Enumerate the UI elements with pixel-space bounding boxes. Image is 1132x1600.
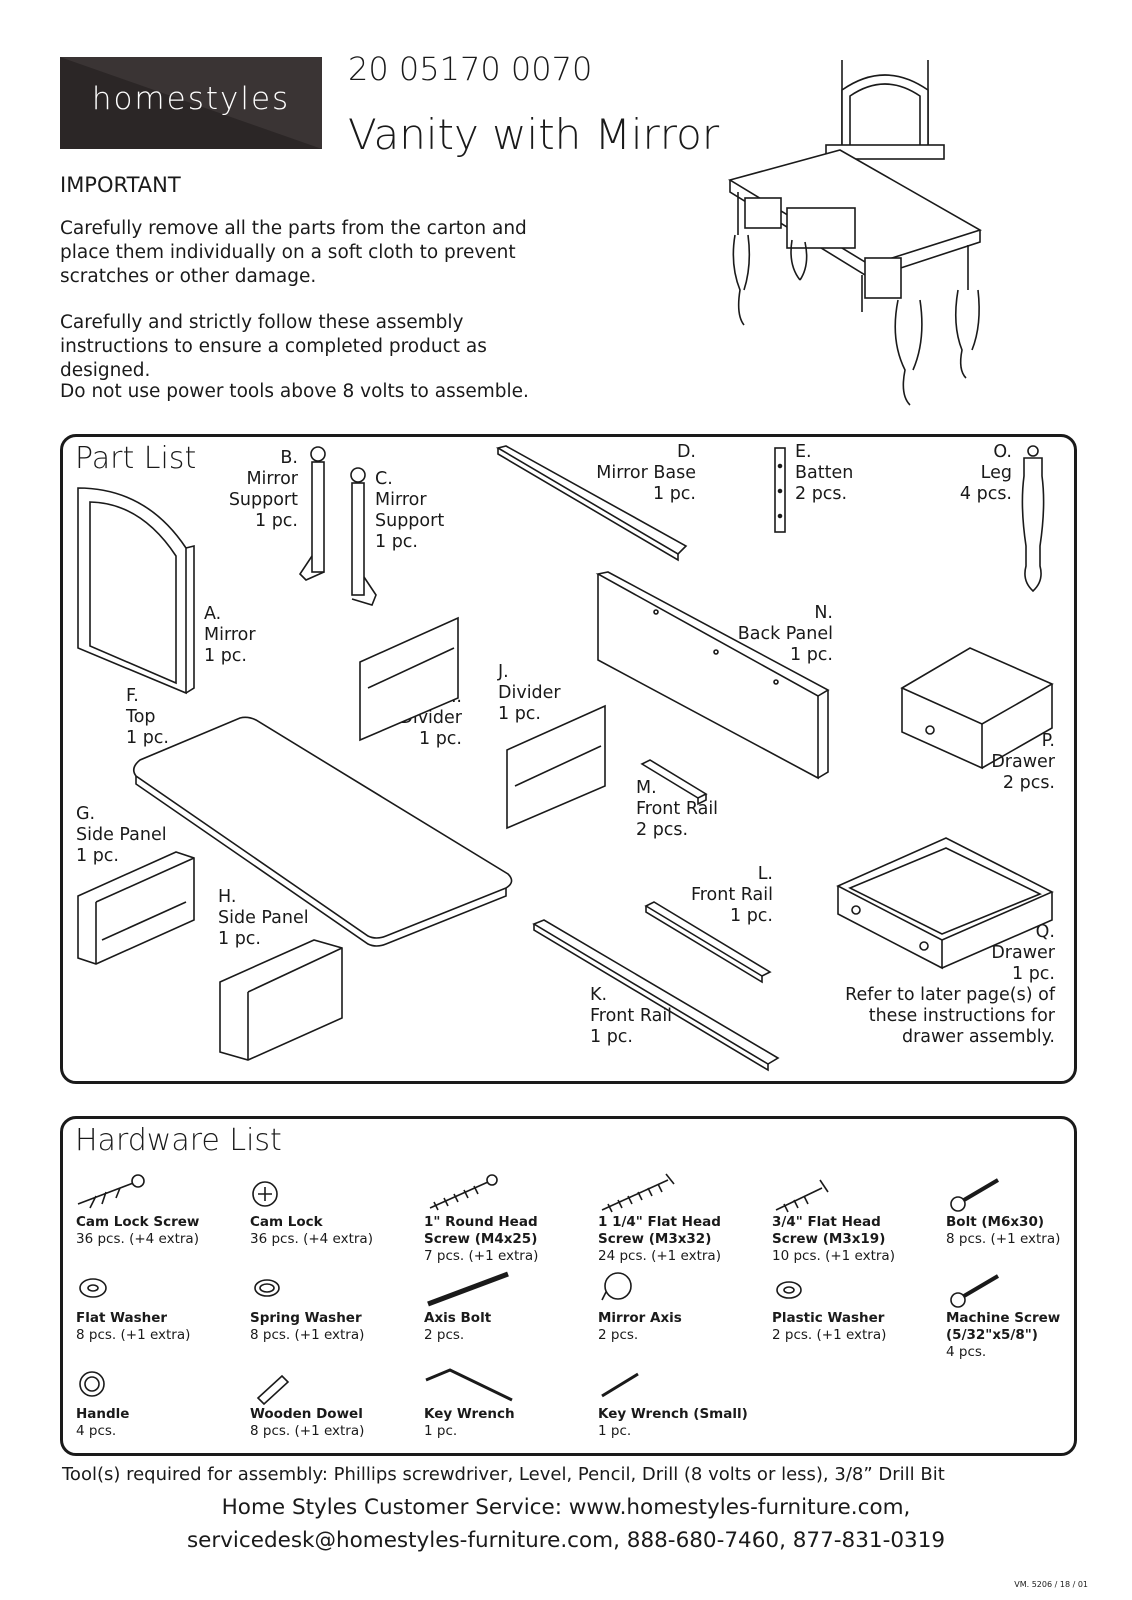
mirror-axis-icon xyxy=(601,1272,632,1301)
part-label-c: C. Mirror Support 1 pc. xyxy=(375,469,445,552)
mirror-support-c-drawing xyxy=(350,467,377,606)
mirror-support-b-drawing xyxy=(298,446,326,581)
part-label-h: H. Side Panel 1 pc. xyxy=(218,887,309,949)
small-key-wrench-icon xyxy=(601,1372,639,1398)
spring-washer-icon xyxy=(254,1279,280,1297)
side-panel-h-drawing xyxy=(219,939,343,1061)
part-label-k: K. Front Rail 1 pc. xyxy=(590,985,673,1047)
part-label-e: E. Batten 2 pcs. xyxy=(795,442,854,504)
top-drawing xyxy=(132,716,513,947)
hardware-item: 1 1/4" Flat Head Screw (M3x32) 24 pcs. (… xyxy=(598,1173,768,1265)
instruction-paragraph: Carefully remove all the parts from the … xyxy=(60,218,527,287)
product-code: 20 05170 0070 xyxy=(348,50,593,88)
part-label-d: D. Mirror Base 1 pc. xyxy=(596,442,696,504)
hardware-item: 1" Round Head Screw (M4x25) 7 pcs. (+1 e… xyxy=(424,1174,594,1265)
hardware-item: Plastic Washer 2 pcs. (+1 extra) xyxy=(772,1270,942,1344)
long-flat-head-screw-icon xyxy=(601,1173,675,1213)
leg-drawing xyxy=(1021,445,1045,593)
hardware-list-title: Hardware List xyxy=(75,1123,282,1158)
handle-icon xyxy=(79,1371,105,1397)
drawer-p-drawing xyxy=(900,647,1054,770)
hardware-item: Spring Washer 8 pcs. (+1 extra) xyxy=(250,1270,420,1344)
divider-j-drawing xyxy=(506,704,606,830)
hardware-item: Wooden Dowel 8 pcs. (+1 extra) xyxy=(250,1366,420,1440)
flat-washer-icon xyxy=(79,1278,107,1298)
vanity-illustration xyxy=(727,60,982,406)
brand-logo: homestyles xyxy=(60,57,322,149)
hardware-item: Key Wrench 1 pc. xyxy=(424,1366,594,1440)
hardware-item: Cam Lock Screw 36 pcs. (+4 extra) xyxy=(76,1174,246,1248)
part-label-q: Q. Drawer 1 pc. Refer to later page(s) o… xyxy=(845,922,1055,1047)
mirror-drawing xyxy=(77,487,195,695)
brand-name: homestyles xyxy=(91,81,291,117)
wooden-dowel-icon xyxy=(256,1374,290,1406)
hardware-item: Axis Bolt 2 pcs. xyxy=(424,1270,594,1344)
hardware-list-panel: Hardware List xyxy=(60,1116,1077,1456)
part-label-a: A. Mirror 1 pc. xyxy=(204,604,256,666)
hardware-item: Mirror Axis 2 pcs. xyxy=(598,1270,768,1344)
bolt-icon xyxy=(950,1178,1000,1212)
side-panel-g-drawing xyxy=(77,851,195,965)
axis-bolt-icon xyxy=(427,1271,509,1307)
part-label-n: N. Back Panel 1 pc. xyxy=(737,603,833,665)
short-flat-head-screw-icon xyxy=(775,1179,829,1213)
customer-service-line: Home Styles Customer Service: www.homest… xyxy=(221,1495,911,1520)
customer-service-contact: servicedesk@homestyles-furniture.com, 88… xyxy=(186,1528,946,1553)
part-label-j: J. Divider 1 pc. xyxy=(498,662,561,724)
product-title: Vanity with Mirror xyxy=(348,110,720,159)
hardware-item: Bolt (M6x30) 8 pcs. (+1 extra) xyxy=(946,1174,1116,1248)
instruction-paragraph: Do not use power tools above 8 volts to … xyxy=(60,381,529,402)
hardware-item: Machine Screw (5/32"x5/8") 4 pcs. xyxy=(946,1270,1116,1361)
important-heading: IMPORTANT xyxy=(60,173,181,197)
round-head-screw-icon xyxy=(429,1174,498,1211)
machine-screw-icon xyxy=(950,1274,1000,1308)
hardware-item: Key Wrench (Small) 1 pc. xyxy=(598,1366,768,1440)
key-wrench-icon xyxy=(425,1368,513,1402)
plastic-washer-icon xyxy=(776,1281,802,1299)
tools-required: Tool(s) required for assembly: Phillips … xyxy=(62,1464,945,1485)
hardware-item: Cam Lock 36 pcs. (+4 extra) xyxy=(250,1174,420,1248)
front-rail-m-drawing xyxy=(640,759,708,806)
front-rail-k-drawing xyxy=(532,919,780,1072)
back-panel-drawing xyxy=(595,571,830,780)
hardware-item: 3/4" Flat Head Screw (M3x19) 10 pcs. (+1… xyxy=(772,1174,942,1265)
document-reference: VM. 5206 / 18 / 01 xyxy=(1014,1580,1088,1589)
part-label-g: G. Side Panel 1 pc. xyxy=(76,804,167,866)
part-label-f: F. Top 1 pc. xyxy=(126,686,169,748)
part-label-b: B. Mirror Support 1 pc. xyxy=(228,448,298,531)
part-list-title: Part List xyxy=(75,441,197,476)
drawer-q-drawing xyxy=(836,837,1054,970)
part-list-panel: Part List xyxy=(60,434,1077,1084)
part-label-o: O. Leg 4 pcs. xyxy=(959,442,1012,504)
front-rail-l-drawing xyxy=(644,901,772,984)
cam-lock-icon xyxy=(252,1181,278,1207)
part-label-l: L. Front Rail 1 pc. xyxy=(690,864,773,926)
instruction-paragraph: Carefully and strictly follow these asse… xyxy=(60,312,487,381)
cam-lock-screw-icon xyxy=(77,1174,145,1209)
batten-drawing xyxy=(774,447,786,533)
hardware-item: Flat Washer 8 pcs. (+1 extra) xyxy=(76,1270,246,1344)
part-label-m: M. Front Rail 2 pcs. xyxy=(636,778,719,840)
mirror-base-drawing xyxy=(495,445,688,562)
divider-i-drawing xyxy=(359,616,459,742)
part-label-p: P. Drawer 2 pcs. xyxy=(991,731,1055,793)
hardware-item: Handle 4 pcs. xyxy=(76,1366,246,1440)
